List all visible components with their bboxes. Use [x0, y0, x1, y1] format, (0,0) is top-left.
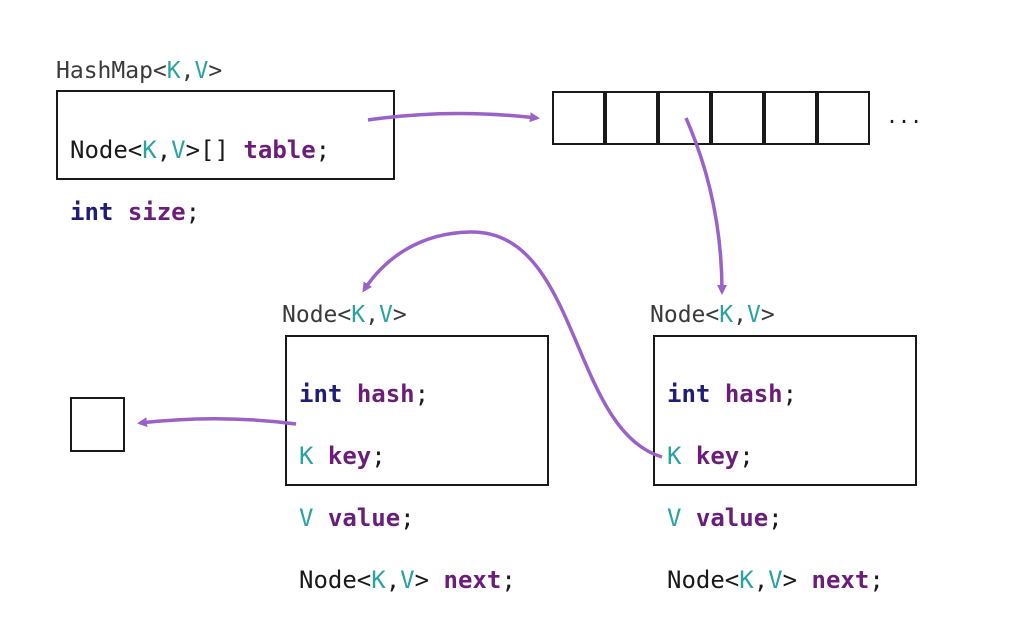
- null-target-box: [70, 397, 125, 452]
- value-field: V value;: [667, 504, 783, 532]
- array-cell-4: [764, 91, 817, 145]
- value-to-box-arrow: [137, 416, 297, 428]
- hash-field: int hash;: [667, 380, 798, 408]
- hashmap-title: HashMap<K,V>: [56, 58, 223, 84]
- array-cell-1: [605, 91, 658, 145]
- arrows-layer: [137, 111, 727, 459]
- node-right-title: Node<K,V>: [650, 302, 775, 328]
- node-left-title: Node<K,V>: [282, 302, 407, 328]
- key-field: K key;: [299, 442, 386, 470]
- hashmap-fields: Node<K,V>[] table; int size;: [70, 104, 330, 259]
- hashmap-box: [56, 90, 395, 180]
- array-cell-5: [817, 91, 870, 145]
- node-left-box: [285, 335, 549, 486]
- key-field: K key;: [667, 442, 754, 470]
- node-right-box: [653, 335, 917, 486]
- table-to-array-arrow: [367, 111, 540, 123]
- hash-field: int hash;: [299, 380, 430, 408]
- value-field: V value;: [299, 504, 415, 532]
- array-to-node-arrow: [684, 117, 727, 295]
- array-cell-0: [552, 91, 605, 145]
- array-cell-2: [658, 91, 711, 145]
- array-ellipsis: ...: [886, 104, 923, 128]
- next-to-node-arrow: [362, 230, 663, 459]
- array-cell-3: [711, 91, 764, 145]
- size-field: int size;: [70, 198, 201, 226]
- table-field: Node<K,V>[] table;: [70, 136, 331, 164]
